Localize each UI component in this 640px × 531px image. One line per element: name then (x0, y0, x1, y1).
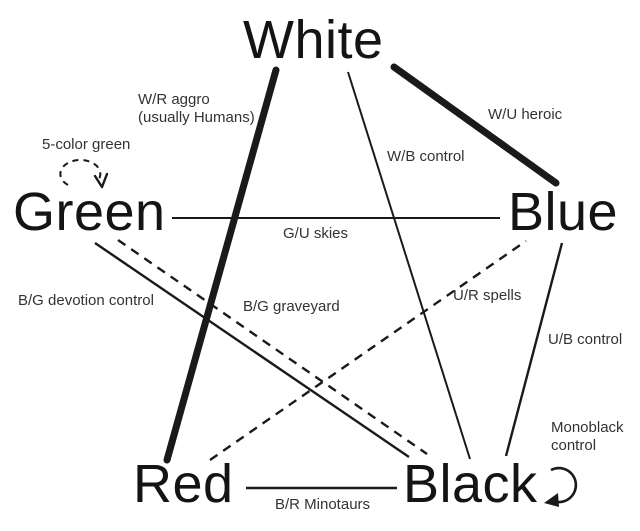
edge-label-white-red-line1: W/R aggro (138, 91, 210, 108)
node-red: Red (133, 454, 234, 514)
edge-label-green-black-graveyard: B/G graveyard (243, 298, 340, 315)
node-white: White (243, 10, 384, 70)
edge-label-black-self-loop: Monoblack control (551, 419, 624, 454)
edge-white-blue-line (390, 63, 560, 187)
edge-label-blue-red: U/R spells (453, 287, 522, 304)
edge-label-green-self-loop: 5-color green (42, 136, 131, 153)
node-blue: Blue (508, 182, 619, 242)
green-self-loop-arc (59, 159, 102, 186)
edge-label-green-black-devotion: B/G devotion control (18, 292, 154, 309)
edge-label-green-blue: G/U skies (283, 225, 349, 242)
edge-label-white-black: W/B control (387, 148, 465, 165)
edge-white-red-line (163, 66, 280, 464)
green-self-loop-arrowhead-icon (93, 172, 109, 189)
edge-white-black-line (347, 71, 471, 460)
edge-label-red-black: B/R Minotaurs (275, 496, 371, 513)
node-green: Green (13, 182, 166, 242)
edge-green-black-graveyard-line (117, 239, 428, 455)
edge-label-black-self-loop-line1: Monoblack (551, 419, 624, 436)
edge-label-white-red: W/R aggro (usually Humans) (138, 91, 255, 126)
edge-label-white-blue: W/U heroic (488, 106, 563, 123)
edge-label-black-self-loop-line2: control (551, 436, 597, 454)
edge-green-black-devotion-line (94, 242, 410, 458)
black-self-loop-arc (550, 466, 578, 504)
edge-blue-red-line (209, 240, 527, 461)
edge-label-white-red-line2: (usually Humans) (138, 108, 255, 126)
edge-blue-black-line (504, 242, 564, 457)
node-black: Black (403, 454, 538, 514)
edge-label-blue-black: U/B control (548, 331, 623, 348)
black-self-loop-arrowhead-icon (544, 493, 559, 507)
